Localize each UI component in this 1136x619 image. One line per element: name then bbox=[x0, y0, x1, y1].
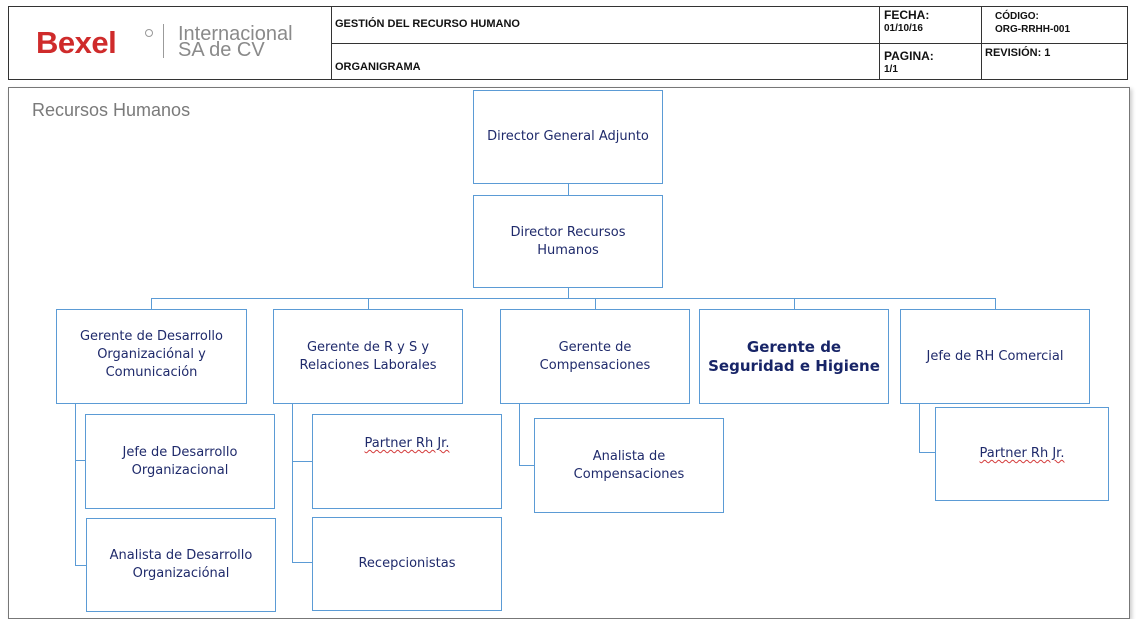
gerente-compensaciones-label: Gerente de Compensaciones bbox=[539, 339, 651, 373]
header-pagina-cell bbox=[879, 43, 982, 80]
connector-line bbox=[519, 465, 535, 466]
connector-line bbox=[595, 298, 596, 310]
connector-line bbox=[75, 460, 86, 461]
connector-line bbox=[519, 403, 520, 466]
connector-line bbox=[75, 403, 76, 566]
pagina-value: 1/1 bbox=[884, 64, 898, 75]
connector-line bbox=[794, 298, 795, 310]
section-title: Recursos Humanos bbox=[32, 100, 191, 120]
logo-subline-2: SA de CV bbox=[178, 39, 265, 61]
fecha-label: FECHA: bbox=[884, 8, 930, 22]
partner-rh-label-1: Partner Rh Jr. bbox=[364, 436, 450, 451]
jefe-desarrollo-label: Jefe de Desarrollo Organizacional bbox=[122, 444, 238, 478]
connector-line bbox=[151, 298, 152, 310]
logo-separator bbox=[163, 24, 164, 58]
codigo-label: CÓDIGO: bbox=[995, 11, 1039, 22]
gerente-desarrollo-label: Gerente de Desarrollo Organizaciónal y C… bbox=[79, 329, 224, 380]
gerente-seguridad-label: Gerente de Seguridad e Higiene bbox=[708, 337, 880, 375]
connector-line bbox=[995, 298, 996, 310]
jefe-rh-comercial-box: Jefe de RH Comercial bbox=[900, 309, 1090, 404]
fecha-value: 01/10/16 bbox=[884, 23, 923, 34]
pagina-label: PAGINA: bbox=[884, 49, 934, 63]
analista-desarrollo-label: Analista de Desarrollo Organizaciónal bbox=[109, 548, 253, 581]
jefe-rh-comercial-label: Jefe de RH Comercial bbox=[926, 348, 1064, 364]
logo-brand: Bexel bbox=[36, 25, 117, 60]
partner-rh-box-2: Partner Rh Jr. bbox=[935, 407, 1109, 501]
revision-label: REVISIÓN: 1 bbox=[985, 47, 1051, 59]
document-title: GESTIÓN DEL RECURSO HUMANO bbox=[335, 18, 520, 30]
logo-registered-mark bbox=[145, 29, 153, 37]
header-subtitle-cell bbox=[331, 43, 880, 80]
gerente-rys-label: Gerente de R y S y Relaciones Laborales bbox=[299, 339, 437, 373]
connector-line bbox=[151, 298, 996, 299]
analista-compensaciones-label: Analista de Compensaciones bbox=[573, 448, 685, 482]
gerente-rys-box: Gerente de R y S y Relaciones Laborales bbox=[273, 309, 463, 404]
connector-line bbox=[292, 562, 313, 563]
director-general-box: Director General Adjunto bbox=[473, 90, 663, 184]
logo-subline-1: Internacional bbox=[178, 23, 293, 45]
connector-line bbox=[292, 461, 312, 462]
header-title-cell bbox=[331, 6, 880, 44]
header-revision-cell bbox=[981, 43, 1128, 80]
jefe-desarrollo-box: Jefe de Desarrollo Organizacional bbox=[85, 414, 275, 509]
gerente-compensaciones-box: Gerente de Compensaciones bbox=[500, 309, 690, 404]
partner-rh-label-2: Partner Rh Jr. bbox=[979, 446, 1065, 461]
recepcionistas-box: Recepcionistas bbox=[312, 517, 502, 611]
director-general-label: Director General Adjunto bbox=[487, 129, 649, 144]
director-rh-box: Director Recursos Humanos bbox=[473, 195, 663, 288]
connector-line bbox=[919, 452, 936, 453]
connector-line bbox=[75, 565, 87, 566]
connector-line bbox=[368, 298, 369, 310]
analista-desarrollo-box: Analista de Desarrollo Organizaciónal bbox=[86, 518, 276, 612]
codigo-value: ORG-RRHH-001 bbox=[995, 24, 1071, 35]
header-codigo-cell bbox=[981, 6, 1128, 44]
connector-line bbox=[919, 403, 920, 453]
partner-rh-box-1: Partner Rh Jr. bbox=[312, 414, 502, 509]
analista-compensaciones-box: Analista de Compensaciones bbox=[534, 418, 724, 513]
header-logo-cell bbox=[8, 6, 332, 80]
gerente-seguridad-box: Gerente de Seguridad e Higiene bbox=[699, 309, 889, 404]
connector-line bbox=[292, 403, 293, 563]
connector-line bbox=[568, 183, 569, 195]
director-rh-label: Director Recursos Humanos bbox=[510, 224, 626, 258]
connector-line bbox=[568, 287, 569, 299]
document-subtitle: ORGANIGRAMA bbox=[335, 61, 421, 73]
gerente-desarrollo-box: Gerente de Desarrollo Organizaciónal y C… bbox=[56, 309, 247, 404]
recepcionistas-label: Recepcionistas bbox=[358, 556, 456, 571]
